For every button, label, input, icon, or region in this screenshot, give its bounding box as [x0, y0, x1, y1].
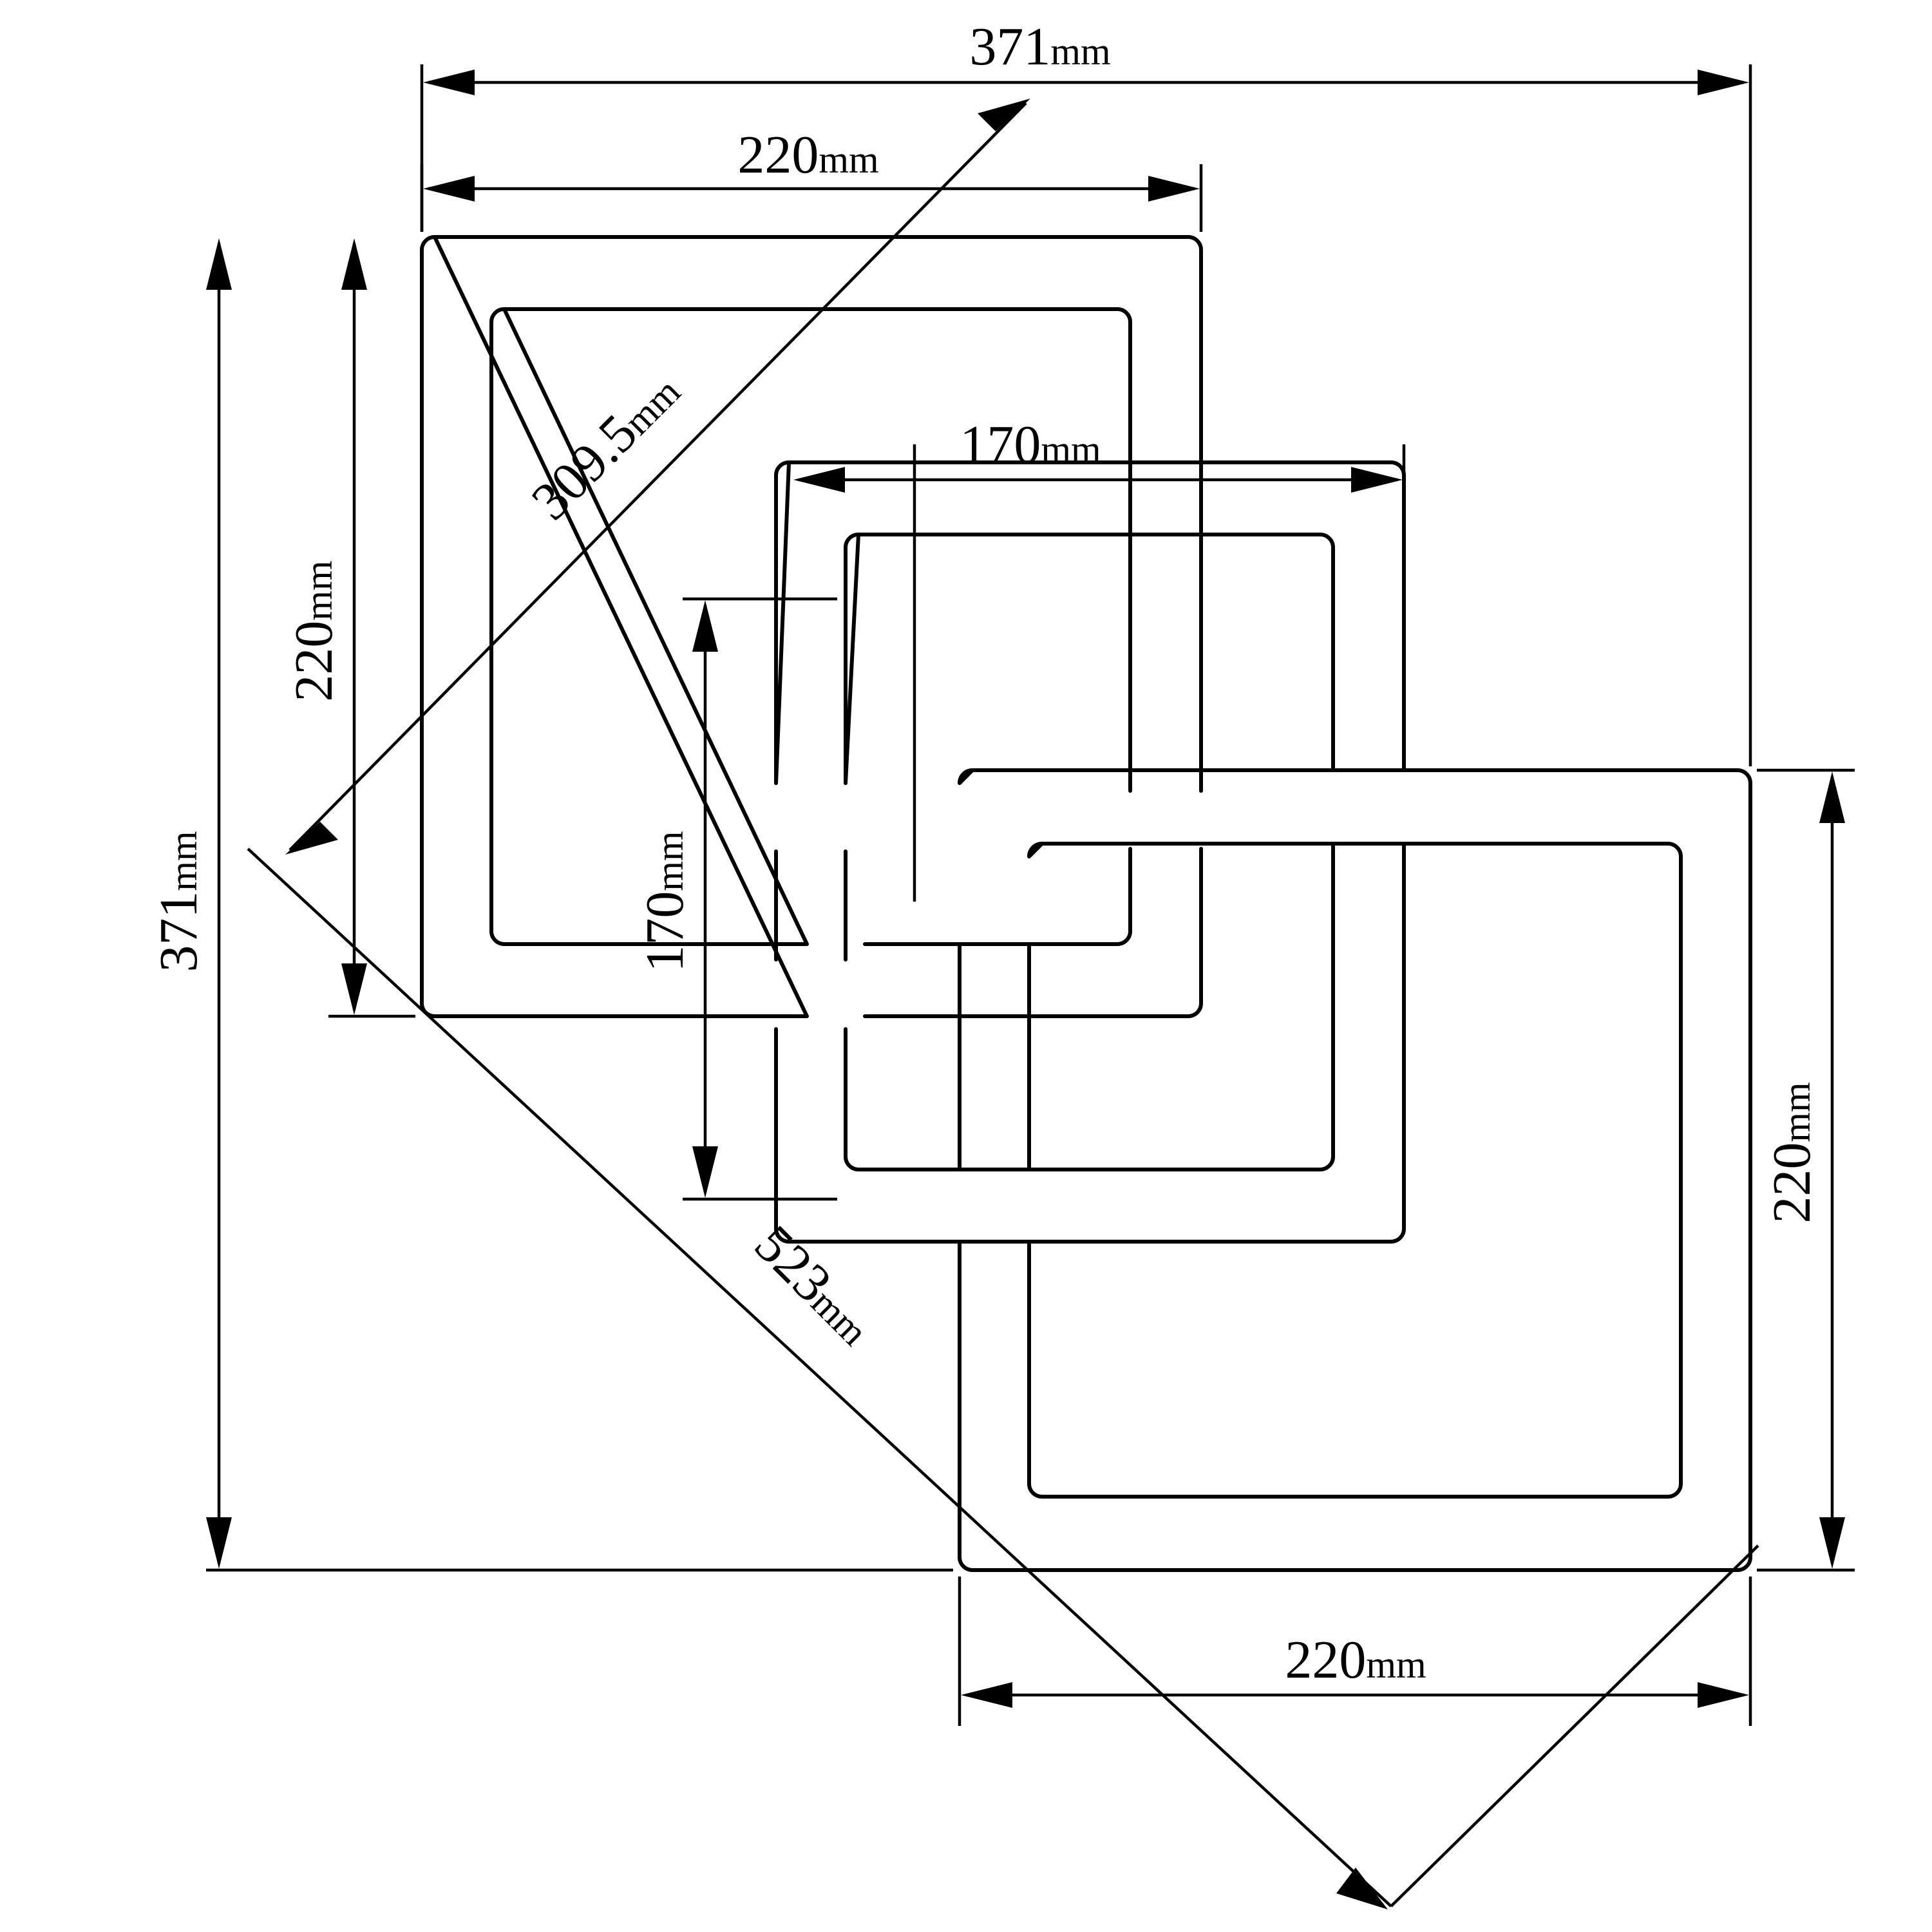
- arrow-head-right: [1148, 176, 1200, 202]
- arrow-head-bottom: [206, 1517, 232, 1569]
- ring2-outer-path: [774, 460, 1406, 1244]
- square-ring-3: [958, 768, 1752, 1572]
- arrow-head-right: [1351, 467, 1403, 493]
- dim-label-right-220: 220mm: [1762, 1082, 1822, 1223]
- dimension-mid-170-vertical: 170mm: [635, 597, 837, 1201]
- dim-label-top-220: 220mm: [737, 125, 878, 185]
- arrow-head-bottom-vertex: [1336, 1868, 1388, 1909]
- arrow-head-left: [793, 467, 845, 493]
- dimension-diagonal-309-5: 309.5mm: [285, 99, 1030, 855]
- arrow-head-top: [1819, 772, 1845, 823]
- arrow-head-top: [206, 238, 232, 290]
- dim-label-mid-170h: 170mm: [960, 415, 1101, 475]
- dim-label-bottom-220: 220mm: [1285, 1630, 1426, 1690]
- arrow-head-left: [961, 1682, 1012, 1708]
- square-rings-group: [420, 235, 1752, 1572]
- arrow-head-bottom: [1819, 1517, 1845, 1569]
- dimension-top-220: 220mm: [420, 125, 1203, 232]
- dim-label-diag-309: 309.5mm: [520, 361, 691, 531]
- dimension-bottom-220: 220mm: [958, 1577, 1752, 1726]
- square-ring-1: [420, 235, 1203, 1018]
- ring3-outer-path: [958, 768, 1752, 1572]
- dimension-left-371: 371mm: [149, 238, 953, 1572]
- arrow-head-right: [1698, 70, 1749, 95]
- arrow-head-left: [423, 176, 475, 202]
- arrow-head-lower: [285, 822, 338, 855]
- arrow-head-upper: [978, 99, 1030, 131]
- ring2-inner-path: [844, 533, 1335, 1171]
- dimension-left-220: 220mm: [284, 238, 415, 1018]
- ring3-inner-path: [1027, 842, 1683, 1499]
- dim-label-top-371: 371mm: [969, 17, 1110, 77]
- ring1-inner-path: [489, 307, 1132, 946]
- dim-label-diag-523: 523mm: [743, 1214, 886, 1356]
- arrow-head-top: [341, 238, 367, 290]
- dim-label-left-371: 371mm: [149, 831, 209, 972]
- square-ring-2: [774, 460, 1406, 1244]
- dimension-top-371: 371mm: [420, 17, 1752, 766]
- dim-line-diag-523: [247, 848, 1392, 1908]
- dimension-right-220: 220mm: [1757, 768, 1855, 1572]
- arrow-head-bottom: [341, 963, 367, 1015]
- ring1-outer-path: [420, 235, 1203, 1018]
- dim-line-diag-523-return: [1390, 1544, 1759, 1908]
- arrow-head-top: [692, 600, 718, 652]
- arrow-head-bottom: [692, 1146, 718, 1198]
- dim-label-left-220: 220mm: [284, 560, 344, 701]
- dim-line-diag-309: [289, 102, 1027, 851]
- dim-label-mid-170v: 170mm: [635, 831, 695, 972]
- dimension-mid-170-horizontal: 170mm: [793, 415, 1406, 902]
- arrow-head-right: [1698, 1682, 1749, 1708]
- dimension-diagonal-523: 523mm: [247, 848, 1759, 1909]
- arrow-head-left: [423, 70, 475, 95]
